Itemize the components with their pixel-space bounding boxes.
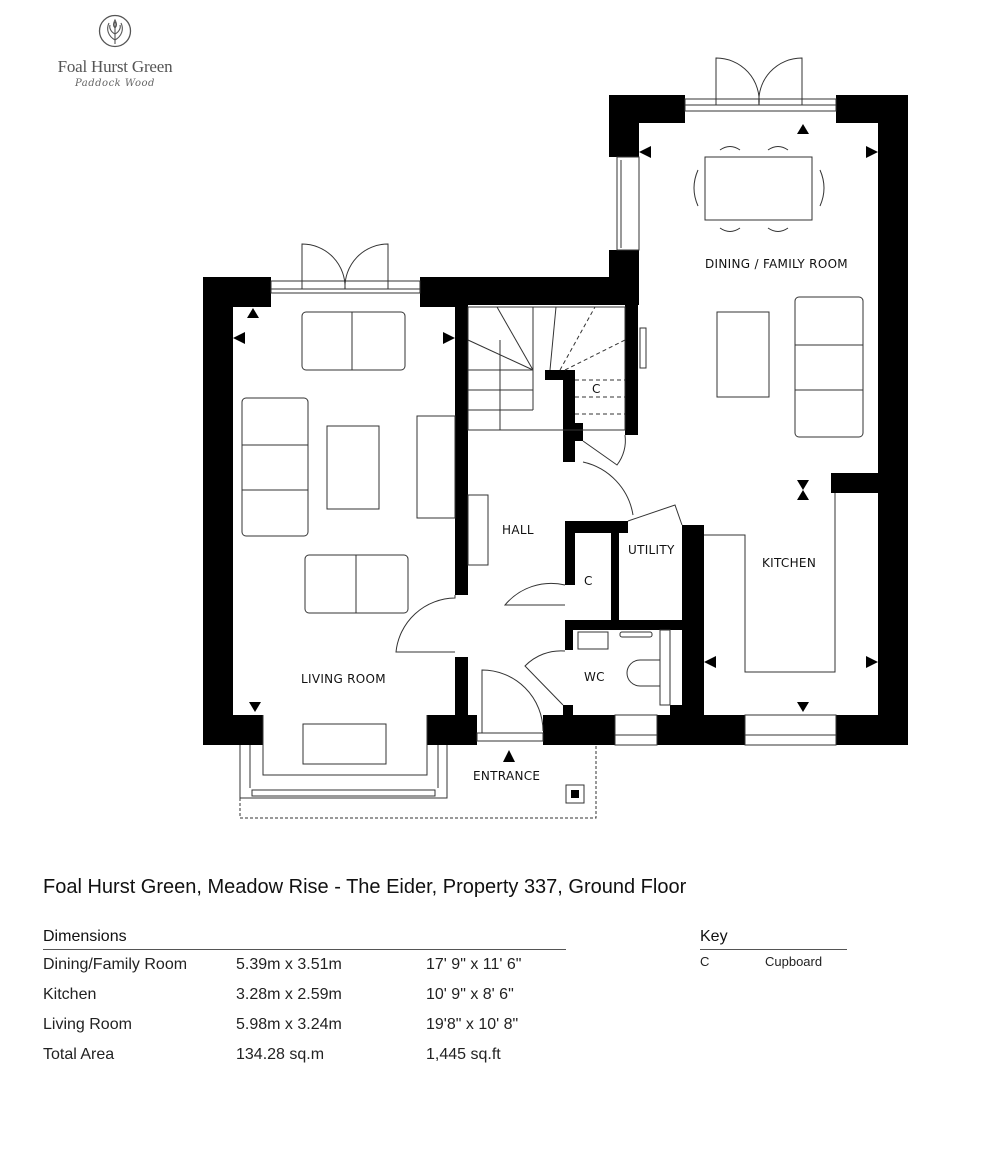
table-row: Total Area 134.28 sq.m 1,445 sq.ft	[43, 1040, 566, 1070]
room-name: Kitchen	[43, 986, 97, 1003]
room-label-cupboard-stairs: C	[592, 382, 601, 396]
leaf-circle-icon	[98, 14, 132, 48]
table-row: Living Room 5.98m x 3.24m 19'8" x 10' 8"	[43, 1010, 566, 1040]
dimensions-table: Dimensions Dining/Family Room 5.39m x 3.…	[43, 928, 566, 1070]
logo: Foal Hurst Green Paddock Wood	[40, 14, 190, 89]
table-row: Kitchen 3.28m x 2.59m 10' 9" x 8' 6"	[43, 980, 566, 1010]
key-meaning: Cupboard	[765, 954, 823, 969]
brand-name: Foal Hurst Green	[57, 57, 173, 76]
room-label-dining: DINING / FAMILY ROOM	[705, 257, 848, 271]
room-label-hall: HALL	[502, 523, 534, 537]
metric-size: 134.28 sq.m	[236, 1046, 325, 1063]
room-label-kitchen: KITCHEN	[762, 556, 816, 570]
room-name: Living Room	[43, 1016, 132, 1033]
key-code: C	[700, 954, 710, 969]
room-label-living: LIVING ROOM	[301, 672, 386, 686]
room-label-entrance: ENTRANCE	[473, 769, 540, 783]
floor-plan: DINING / FAMILY ROOM LIVING ROOM HALL UT…	[203, 57, 908, 819]
metric-size: 5.98m x 3.24m	[236, 1016, 342, 1033]
room-label-utility: UTILITY	[628, 543, 675, 557]
table-row: Dining/Family Room 5.39m x 3.51m 17' 9" …	[43, 950, 566, 980]
brand-location: Paddock Wood	[75, 78, 155, 89]
key-item: C Cupboard	[700, 954, 847, 969]
imperial-size: 10' 9" x 8' 6"	[426, 986, 514, 1003]
key-legend: Key C Cupboard	[700, 928, 847, 969]
room-name: Dining/Family Room	[43, 956, 188, 973]
room-label-wc: WC	[584, 670, 605, 684]
key-heading: Key	[700, 928, 847, 950]
imperial-size: 19'8" x 10' 8"	[426, 1016, 519, 1033]
metric-size: 5.39m x 3.51m	[236, 956, 342, 973]
metric-size: 3.28m x 2.59m	[236, 986, 342, 1003]
imperial-size: 1,445 sq.ft	[426, 1046, 501, 1063]
page-title: Foal Hurst Green, Meadow Rise - The Eide…	[43, 876, 687, 898]
room-label-cupboard-hall: C	[584, 574, 593, 588]
room-name: Total Area	[43, 1046, 115, 1063]
imperial-size: 17' 9" x 11' 6"	[426, 956, 522, 973]
dimensions-heading: Dimensions	[43, 928, 566, 950]
